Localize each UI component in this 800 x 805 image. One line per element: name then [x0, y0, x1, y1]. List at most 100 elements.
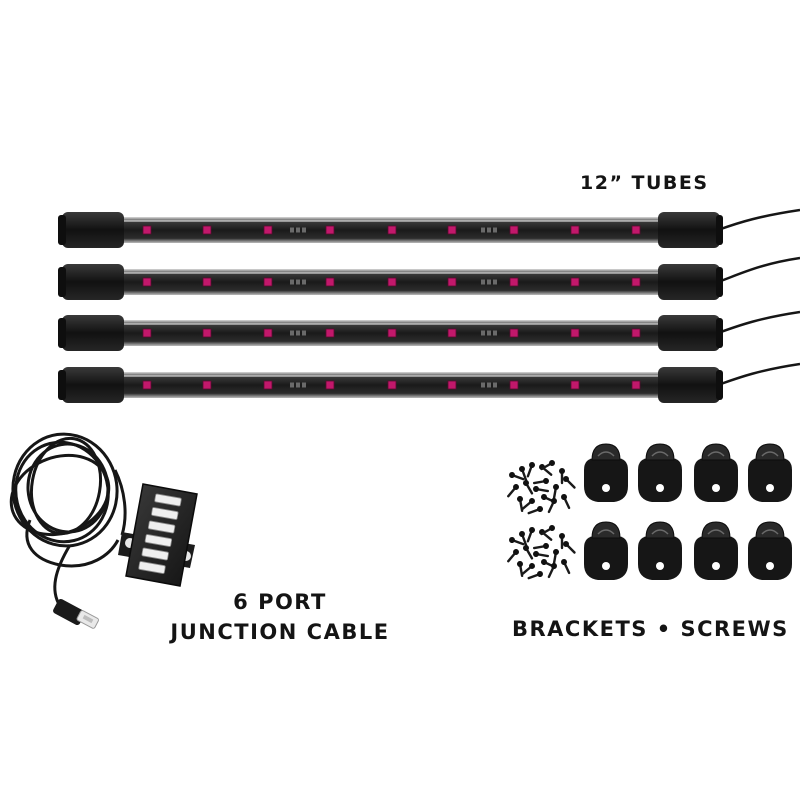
resistor-chip [493, 279, 497, 285]
cap-rim [58, 318, 66, 348]
mounting-bracket [748, 521, 792, 580]
screw [533, 551, 550, 558]
led-chip [142, 277, 152, 287]
led-chip [509, 328, 519, 338]
led-tube [58, 362, 800, 403]
screw [552, 549, 559, 566]
led-chip [509, 277, 519, 287]
led-chip [509, 380, 519, 390]
cap-rim [716, 267, 723, 297]
screw [540, 460, 555, 471]
led-chip [202, 277, 212, 287]
led-chip [387, 328, 397, 338]
screw [559, 533, 565, 550]
resistor-chip [296, 330, 300, 336]
junction-port [141, 547, 169, 561]
resistor-chip [302, 227, 306, 233]
junction-label-line2: JUNCTION CABLE [170, 620, 390, 644]
tube-wire [717, 256, 800, 284]
led-chip [447, 380, 457, 390]
screw [509, 472, 525, 481]
mounting-bracket [584, 443, 628, 502]
mounting-bracket [638, 521, 682, 580]
led-chip [570, 380, 580, 390]
led-chip [631, 277, 641, 287]
resistor-chip [302, 330, 306, 336]
led-chip [570, 328, 580, 338]
resistor-chip [296, 227, 300, 233]
screw [561, 559, 571, 575]
screw [523, 545, 534, 560]
resistor-chip [487, 382, 491, 388]
tube-end-cap-left [62, 315, 124, 351]
resistor-chip [296, 382, 300, 388]
tube-wire [717, 208, 800, 232]
screw [507, 484, 519, 498]
coiled-cable [9, 432, 127, 568]
resistor-chip [487, 330, 491, 336]
screw [533, 486, 550, 493]
led-chip [387, 277, 397, 287]
tube-end-cap-left [62, 212, 124, 248]
cap-rim [716, 318, 723, 348]
screw [540, 525, 555, 536]
screws-group [507, 460, 576, 580]
led-chip [142, 380, 152, 390]
led-chip [202, 328, 212, 338]
led-chip [570, 277, 580, 287]
led-chip [263, 380, 273, 390]
resistor-chip [487, 279, 491, 285]
tube-end-cap-right [658, 367, 720, 403]
junction-port [138, 561, 166, 574]
resistor-chip [481, 227, 485, 233]
screw [521, 563, 535, 575]
led-chip [631, 328, 641, 338]
junction-cable-group [9, 432, 198, 629]
led-tubes-group [58, 208, 800, 403]
brackets-screws-label: BRACKETS • SCREWS [512, 617, 789, 641]
led-chip [325, 277, 335, 287]
screw [519, 466, 528, 482]
resistor-chip [290, 330, 294, 336]
led-chip [509, 225, 519, 235]
led-chip [447, 328, 457, 338]
resistor-chip [493, 382, 497, 388]
cap-rim [716, 215, 723, 245]
led-chip [387, 225, 397, 235]
screw [527, 571, 543, 580]
led-chip [263, 225, 273, 235]
screw [561, 494, 571, 510]
led-chip [631, 380, 641, 390]
tube-end-cap-left [62, 367, 124, 403]
cable-lead [53, 544, 72, 607]
screw [563, 541, 576, 554]
cap-rim [58, 215, 66, 245]
resistor-chip [481, 279, 485, 285]
screw [559, 468, 565, 485]
led-chip [570, 225, 580, 235]
led-chip [387, 380, 397, 390]
resistor-chip [493, 330, 497, 336]
junction-cable-label: 6 PORT JUNCTION CABLE [160, 587, 400, 647]
cap-rim [58, 267, 66, 297]
led-chip [325, 225, 335, 235]
screw [519, 531, 528, 547]
resistor-chip [290, 279, 294, 285]
resistor-chip [296, 279, 300, 285]
led-chip [325, 380, 335, 390]
screw [523, 480, 534, 495]
led-chip [447, 225, 457, 235]
tubes-label: 12” TUBES [580, 172, 709, 194]
led-chip [202, 380, 212, 390]
tube-wire [717, 362, 800, 387]
tube-wire [717, 310, 800, 335]
led-chip [202, 225, 212, 235]
resistor-chip [493, 227, 497, 233]
screw [527, 506, 543, 515]
mounting-bracket [694, 443, 738, 502]
screw [563, 476, 576, 489]
junction-port [154, 493, 182, 507]
tube-end-cap-left [62, 264, 124, 300]
